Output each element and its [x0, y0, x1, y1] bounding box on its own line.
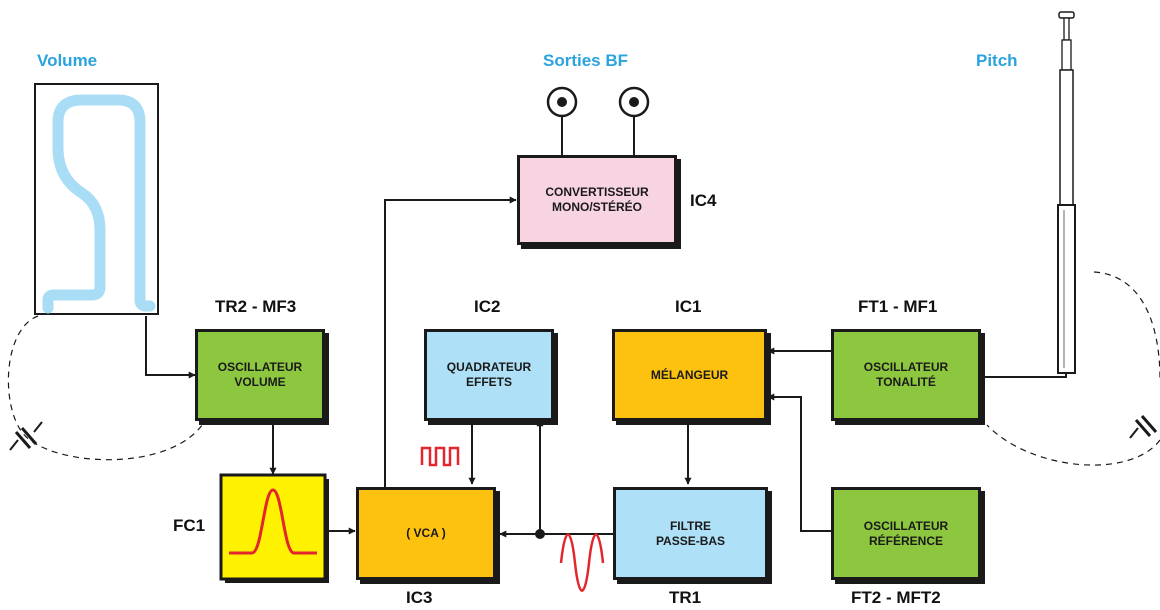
oscillateur-volume-line2: VOLUME: [234, 375, 286, 389]
connection-wires: [145, 196, 1067, 538]
ref-ft1-mf1: FT1 - MF1: [858, 297, 938, 316]
quadrateur-line2: EFFETS: [465, 375, 512, 389]
square-wave-icon: [420, 446, 460, 467]
output-jack-left-icon: [546, 86, 578, 155]
oscillateur-volume-line1: OSCILLATEUR: [217, 360, 303, 374]
convertisseur-line1: CONVERTISSEUR: [545, 185, 649, 199]
telescopic-antenna: [1057, 11, 1076, 374]
ref-tr2-mf3: TR2 - MF3: [215, 297, 297, 316]
melangeur-label: MÉLANGEUR: [650, 367, 729, 382]
quadrateur-line1: QUADRATEUR: [446, 360, 532, 374]
oscillateur-reference-line1: OSCILLATEUR: [863, 518, 949, 533]
oscillateur-tonalite-line2: TONALITÉ: [876, 375, 936, 389]
ref-ic4: IC4: [690, 191, 717, 210]
pitch-capacitor-icon: [1129, 415, 1158, 439]
vca-block: ( VCA ): [356, 487, 496, 580]
convertisseur-line2: MONO/STÉRÉO: [551, 200, 642, 214]
pitch-dashed-loop: [986, 271, 1160, 466]
volume-capacitor-icon: [9, 421, 43, 451]
ref-tr1: TR1: [669, 588, 702, 607]
volume-dashed-loop: [7, 315, 211, 461]
ref-ft2-mft2: FT2 - MFT2: [851, 588, 941, 607]
pitch-title: Pitch: [976, 51, 1018, 70]
ref-ic2: IC2: [474, 297, 501, 316]
filtre-line1: FILTRE: [669, 518, 712, 533]
oscillateur-tonalite-line1: OSCILLATEUR: [863, 360, 949, 374]
junction-dot: [535, 529, 545, 539]
melangeur-block: MÉLANGEUR: [612, 329, 767, 421]
output-jack-right-icon: [618, 86, 650, 155]
ref-ic3: IC3: [406, 588, 433, 607]
filtre-line2: PASSE-BAS: [655, 533, 726, 548]
fc1-filter-block: [219, 473, 329, 583]
ref-fc1: FC1: [173, 516, 206, 535]
volume-plate-antenna: [34, 83, 159, 315]
ref-ic1: IC1: [675, 297, 702, 316]
outputs-title: Sorties BF: [543, 51, 629, 70]
volume-title: Volume: [37, 51, 98, 70]
vca-label: ( VCA ): [406, 526, 446, 540]
sine-wave-icon: [559, 533, 605, 592]
oscillateur-reference-line2: RÉFÉRENCE: [868, 533, 943, 548]
